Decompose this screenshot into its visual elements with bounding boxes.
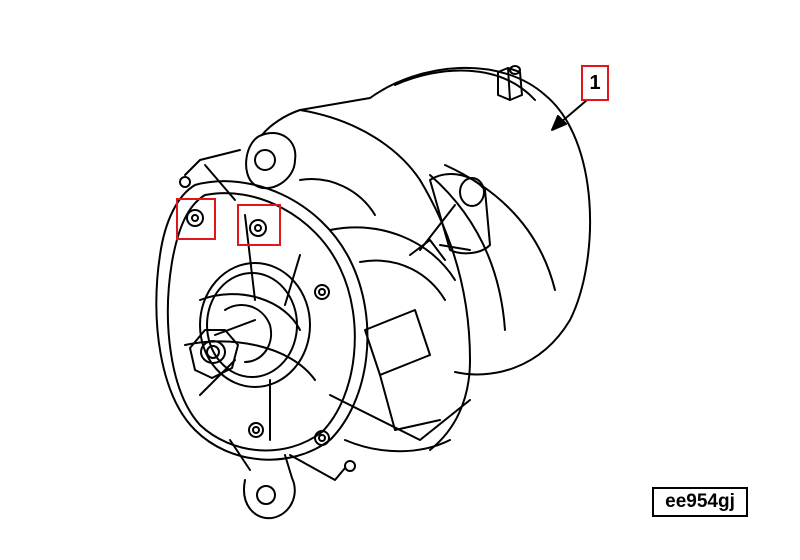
top-mounting-ear (184, 132, 297, 201)
callout-leader (551, 99, 588, 131)
housing-bolts (179, 176, 356, 472)
bottom-mounting-ear (229, 439, 346, 520)
figure-id-label: ee954gj (652, 487, 748, 517)
alternator-body (261, 66, 592, 453)
regulator-housing (419, 173, 491, 255)
pulley-hub (199, 262, 311, 388)
highlight-box-right-bolt (237, 204, 281, 246)
shaft-nut (189, 329, 239, 379)
callout-number-1: 1 (581, 65, 609, 101)
highlight-box-left-bolt (176, 198, 216, 240)
rear-terminal-stud (497, 65, 523, 101)
